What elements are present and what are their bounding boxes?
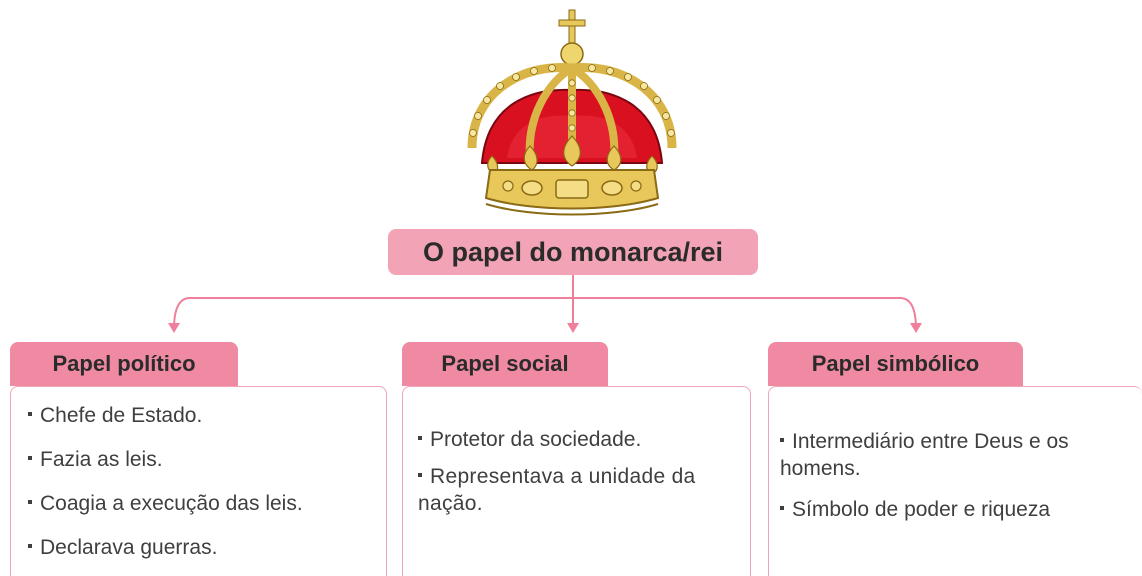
list-item: Fazia as leis. — [28, 446, 303, 473]
list-item: Intermediário entre Deus e os homens. — [780, 430, 1069, 480]
branch-header-social: Papel social — [402, 342, 608, 386]
branch-title-symbolic: Papel simbólico — [811, 351, 980, 376]
list-item: Símbolo de poder e riqueza — [780, 496, 1110, 523]
root-node: O papel do monarca/rei — [388, 229, 758, 275]
branch-header-political: Papel político — [10, 342, 238, 386]
branch-header-symbolic: Papel simbólico — [768, 342, 1023, 386]
branch-card-social — [402, 386, 751, 576]
list-item: Representava a unidade da nação. — [418, 465, 696, 515]
branch-title-political: Papel político — [52, 351, 196, 376]
list-item: Protetor da sociedade. — [418, 426, 740, 453]
branch-card-symbolic — [768, 386, 1142, 576]
list-item: Declarava guerras. — [28, 534, 303, 561]
root-label: O papel do monarca/rei — [422, 236, 724, 267]
crown-illustration — [467, 9, 677, 216]
branch-items-social: Protetor da sociedade. Representava a un… — [418, 426, 740, 517]
list-item: Chefe de Estado. — [28, 402, 303, 429]
branch-title-social: Papel social — [441, 351, 569, 376]
list-item: Coagia a execução das leis. — [28, 490, 303, 517]
branch-items-political: Chefe de Estado. Fazia as leis. Coagia a… — [28, 402, 303, 561]
branch-items-symbolic: Intermediário entre Deus e os homens. Sí… — [780, 428, 1110, 523]
branch-card-political — [10, 386, 387, 576]
